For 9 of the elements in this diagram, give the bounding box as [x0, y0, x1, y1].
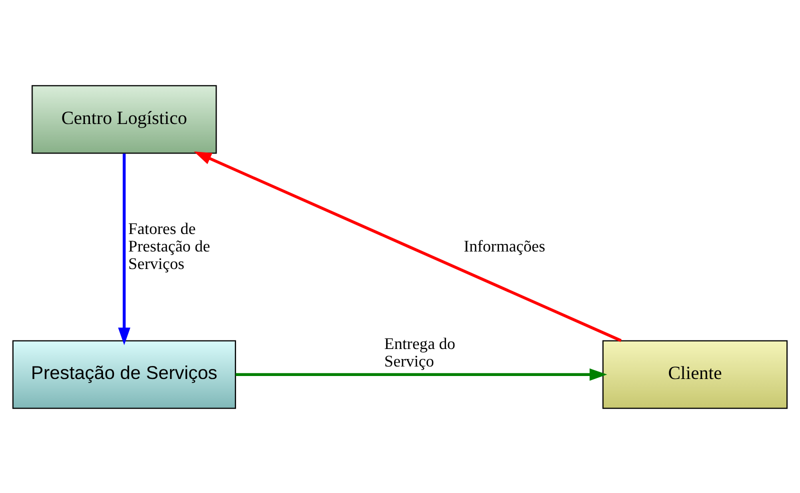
arrow — [236, 368, 608, 380]
edge-label: Informações — [464, 236, 546, 255]
arrow — [118, 153, 130, 345]
node-box: Cliente — [602, 340, 788, 408]
node-box: Centro Logístico — [32, 84, 217, 154]
arrow — [194, 151, 622, 342]
node-box: Prestação de Serviços — [12, 340, 236, 408]
edge-label: Entrega do Serviço — [384, 334, 456, 370]
edge-label: Fatores de Prestação de Serviços — [128, 218, 210, 272]
